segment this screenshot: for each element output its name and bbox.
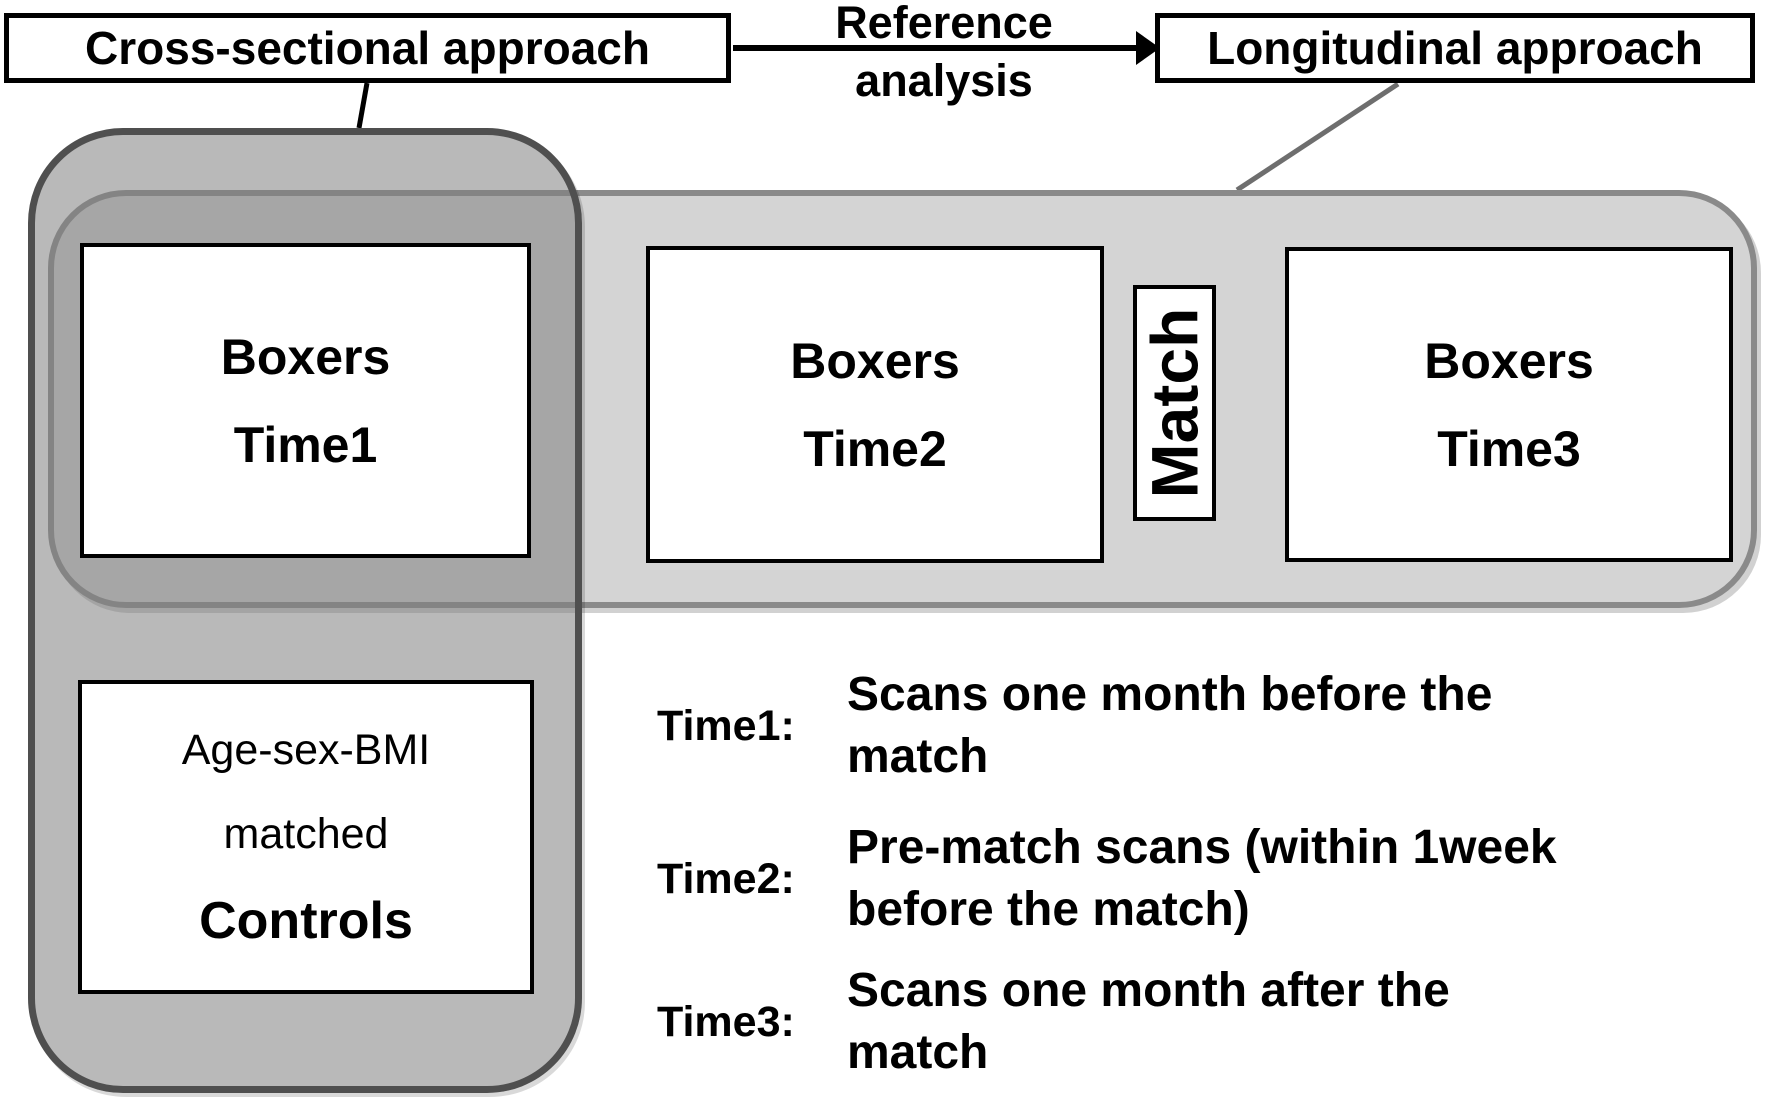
longitudinal-connector-line <box>1235 81 1400 193</box>
boxers-time3-line2: Time3 <box>1437 420 1581 477</box>
legend-time3-label: Time3: <box>657 997 795 1046</box>
cross-sectional-approach-label-box: Cross-sectional approach <box>4 13 731 83</box>
cross-sectional-connector-line <box>356 82 370 129</box>
boxers-time1-box: Boxers Time1 <box>80 243 531 558</box>
controls-line1: Age-sex-BMI <box>181 726 431 774</box>
boxers-time2-line2: Time2 <box>803 420 947 477</box>
legend-time2-label: Time2: <box>657 854 795 903</box>
match-box: Match <box>1133 285 1216 521</box>
boxers-time1-line2: Time1 <box>233 416 378 473</box>
cross-sectional-approach-label: Cross-sectional approach <box>85 22 650 74</box>
legend-time3-desc-line1: Scans one month after the <box>847 964 1450 1017</box>
controls-line2: matched <box>223 810 389 858</box>
legend-time2-description: Pre-match scans (within 1week before the… <box>847 817 1557 941</box>
match-label: Match <box>1137 307 1212 499</box>
legend-time2-desc-line2: before the match) <box>847 883 1250 936</box>
boxers-time1-line1: Boxers <box>220 328 391 385</box>
legend-time1-desc-line2: match <box>847 730 989 783</box>
controls-box: Age-sex-BMI matched Controls <box>78 680 534 994</box>
boxers-time3-line1: Boxers <box>1424 332 1594 389</box>
legend-time2-desc-line1: Pre-match scans (within 1week <box>847 821 1557 874</box>
longitudinal-approach-label-box: Longitudinal approach <box>1155 13 1755 83</box>
legend-time1-description: Scans one month before the match <box>847 664 1492 788</box>
legend-time1-label: Time1: <box>657 701 795 750</box>
controls-line3: Controls <box>199 892 413 950</box>
legend-row-time2: Time2: Pre-match scans (within 1week bef… <box>657 817 1557 941</box>
legend-time3-description: Scans one month after the match <box>847 960 1450 1084</box>
reference-analysis-label-line2: analysis <box>855 55 1033 106</box>
boxers-time2-line1: Boxers <box>790 332 960 389</box>
boxers-time3-box: Boxers Time3 <box>1285 247 1733 562</box>
reference-analysis-label-line1: Reference <box>835 0 1053 48</box>
boxers-time2-box: Boxers Time2 <box>646 246 1104 563</box>
legend-time3-desc-line2: match <box>847 1026 989 1079</box>
legend-time1-desc-line1: Scans one month before the <box>847 668 1493 721</box>
reference-arrowhead-icon <box>1136 31 1160 65</box>
legend-row-time3: Time3: Scans one month after the match <box>657 960 1450 1084</box>
longitudinal-approach-label: Longitudinal approach <box>1207 22 1703 74</box>
legend-row-time1: Time1: Scans one month before the match <box>657 664 1492 788</box>
